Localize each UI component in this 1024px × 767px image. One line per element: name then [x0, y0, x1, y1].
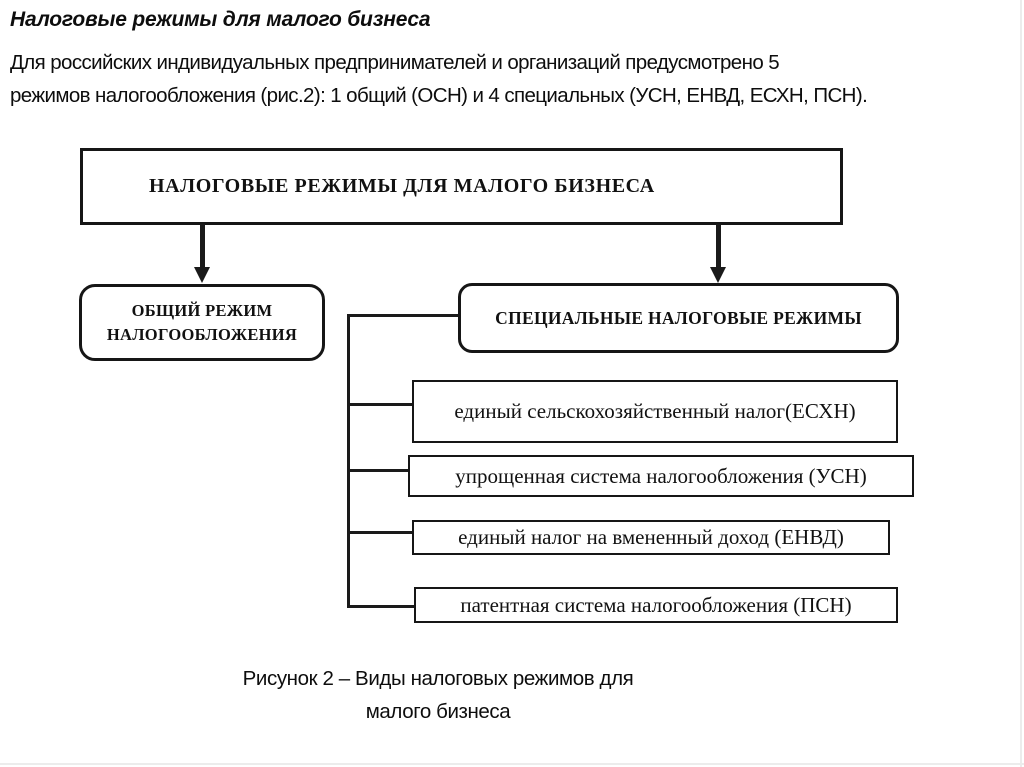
- root-box: НАЛОГОВЫЕ РЕЖИМЫ ДЛЯ МАЛОГО БИЗНЕСА: [80, 148, 843, 225]
- down-arrow-left-head: [194, 267, 210, 283]
- special-item-box-eshn: единый сельскохозяйственный налог(ЕСХН): [412, 380, 898, 443]
- intro-line-2: режимов налогообложения (рис.2): 1 общий…: [10, 84, 868, 107]
- connector-branch-eshn: [347, 403, 412, 406]
- special-item-label-eshn: единый сельскохозяйственный налог(ЕСХН): [454, 399, 856, 423]
- root-box-label: НАЛОГОВЫЕ РЕЖИМЫ ДЛЯ МАЛОГО БИЗНЕСА: [149, 175, 655, 197]
- page-edge-bottom: [0, 763, 1024, 765]
- down-arrow-right-stem: [716, 224, 721, 269]
- intro-line-1: Для российских индивидуальных предприним…: [10, 51, 780, 74]
- connector-branch-psn: [347, 605, 414, 608]
- connector-branch-envd: [347, 531, 412, 534]
- figure-caption-line1: Рисунок 2 – Виды налоговых режимов для: [242, 667, 634, 690]
- general-regime-line1: ОБЩИЙ РЕЖИМ: [131, 300, 273, 320]
- special-item-label-envd: единый налог на вмененный доход (ЕНВД): [458, 525, 844, 549]
- intro-paragraph: Для российских индивидуальных предприним…: [10, 46, 868, 112]
- general-regime-box: ОБЩИЙ РЕЖИМ НАЛОГООБЛОЖЕНИЯ: [79, 284, 325, 361]
- figure-caption-line2: малого бизнеса: [365, 700, 511, 723]
- page-title: Налоговые режимы для малого бизнеса: [10, 8, 431, 31]
- connector-spine-vertical: [347, 314, 350, 608]
- special-regimes-label: СПЕЦИАЛЬНЫЕ НАЛОГОВЫЕ РЕЖИМЫ: [495, 307, 862, 328]
- special-item-box-envd: единый налог на вмененный доход (ЕНВД): [412, 520, 890, 555]
- page-edge-right: [1020, 0, 1022, 767]
- special-regimes-box: СПЕЦИАЛЬНЫЕ НАЛОГОВЫЕ РЕЖИМЫ: [458, 283, 899, 353]
- special-item-label-psn: патентная система налогообложения (ПСН): [460, 592, 852, 617]
- special-item-label-usn: упрощенная система налогообложения (УСН): [455, 463, 867, 488]
- down-arrow-left-stem: [200, 224, 205, 269]
- special-item-box-psn: патентная система налогообложения (ПСН): [414, 587, 898, 623]
- general-regime-line2: НАЛОГООБЛОЖЕНИЯ: [106, 324, 298, 344]
- connector-branch-usn: [347, 469, 408, 472]
- connector-special-horizontal: [347, 314, 458, 317]
- figure-caption: Рисунок 2 – Виды налоговых режимов для м…: [213, 662, 663, 728]
- down-arrow-right-head: [710, 267, 726, 283]
- special-item-box-usn: упрощенная система налогообложения (УСН): [408, 455, 914, 497]
